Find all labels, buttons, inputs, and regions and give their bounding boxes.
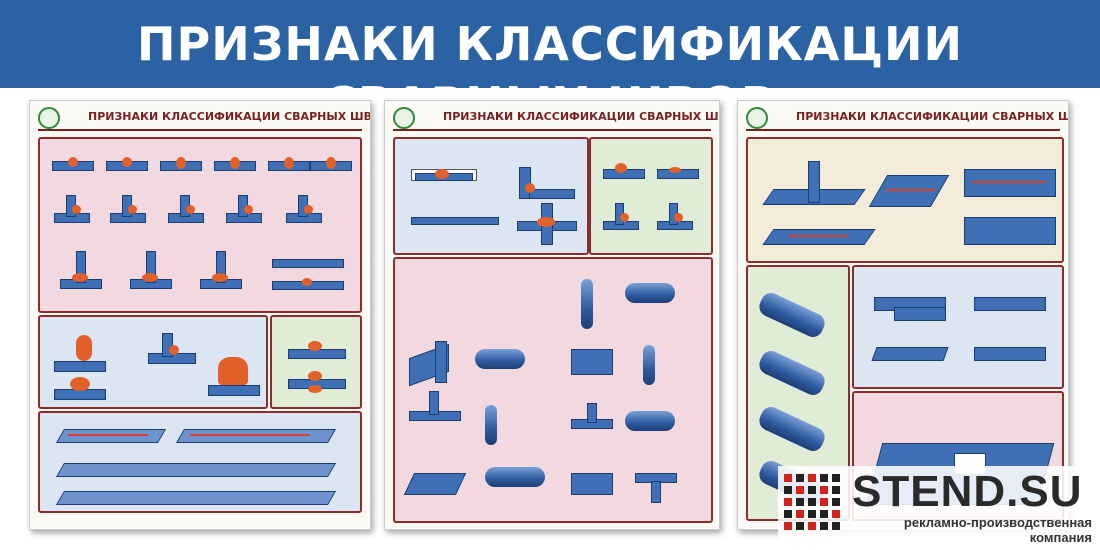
- section-fill-sequence: [38, 315, 268, 409]
- poster-header: ПРИЗНАКИ КЛАССИФИКАЦИИ СВАРНЫХ ШВОВ 1: [38, 107, 370, 131]
- section-space-position: [393, 257, 713, 523]
- section-cross-section: [393, 137, 589, 255]
- poster-title: ПРИЗНАКИ КЛАССИФИКАЦИИ СВАРНЫХ ШВОВ 3: [796, 110, 1068, 123]
- section-loads-direction: [852, 265, 1064, 389]
- title-banner: ПРИЗНАКИ КЛАССИФИКАЦИИ СВАРНЫХ ШВОВ: [0, 0, 1100, 131]
- emblem-icon: [393, 107, 415, 129]
- poster-header: ПРИЗНАКИ КЛАССИФИКАЦИИ СВАРНЫХ ШВОВ 3: [746, 107, 1068, 131]
- poster-title: ПРИЗНАКИ КЛАССИФИКАЦИИ СВАРНЫХ ШВОВ 1: [88, 110, 371, 123]
- section-outer-surface: [589, 137, 713, 255]
- emblem-icon: [38, 107, 60, 129]
- brand-tagline-line2: компания: [1029, 530, 1092, 545]
- poster-title: ПРИЗНАКИ КЛАССИФИКАЦИИ СВАРНЫХ ШВОВ 2: [443, 110, 719, 123]
- poster-1: ПРИЗНАКИ КЛАССИФИКАЦИИ СВАРНЫХ ШВОВ 1: [29, 100, 371, 530]
- emblem-icon: [746, 107, 768, 129]
- brand-tagline: рекламно-производственная компания: [852, 515, 1092, 545]
- section-length: [746, 137, 1064, 263]
- section-pass-methods: [38, 411, 362, 513]
- section-groove-shape: [38, 137, 362, 313]
- stend-logo-icon: [784, 474, 844, 534]
- poster-header: ПРИЗНАКИ КЛАССИФИКАЦИИ СВАРНЫХ ШВОВ 2: [393, 107, 719, 131]
- section-weld-method: [270, 315, 362, 409]
- brand-backdrop: [778, 466, 1100, 550]
- poster-3: ПРИЗНАКИ КЛАССИФИКАЦИИ СВАРНЫХ ШВОВ 3: [737, 100, 1069, 530]
- poster-2: ПРИЗНАКИ КЛАССИФИКАЦИИ СВАРНЫХ ШВОВ 2: [384, 100, 720, 530]
- brand-name: STEND.SU: [852, 467, 1083, 516]
- brand-tagline-line1: рекламно-производственная: [903, 515, 1092, 530]
